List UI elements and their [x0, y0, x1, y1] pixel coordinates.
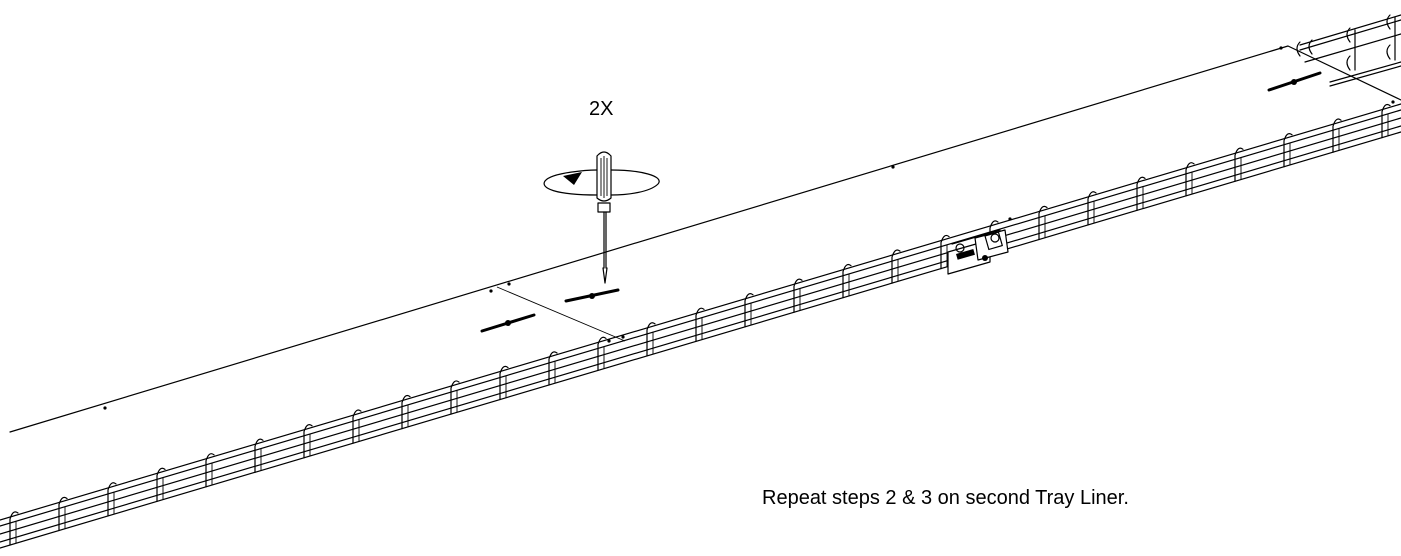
tray-wire-loop [303, 424, 313, 459]
tray-wire-loop [1087, 191, 1097, 226]
fastener-dot [507, 282, 511, 286]
tray-wire-loop [744, 293, 754, 328]
tray-wire-loop [107, 482, 117, 517]
tray-wire-loop [1381, 103, 1391, 139]
tray-wire-loop [940, 234, 950, 270]
rotation-arrow-icon [543, 169, 660, 196]
tray-wire-loop [9, 511, 19, 546]
tray-wire-loop [254, 438, 264, 473]
tray-wire-loop [352, 409, 362, 444]
tray-wire-loop [401, 394, 411, 430]
fastener-dot [891, 165, 895, 169]
tray-wire-loop [548, 351, 558, 386]
fastener-dot [607, 339, 611, 343]
tray-liner-icon [9, 45, 1401, 433]
far-tray-end [1296, 14, 1401, 87]
tray-wire-loop [842, 263, 852, 299]
quantity-label: 2X [589, 98, 614, 120]
tray-wire [0, 131, 1401, 549]
tray-wire-loop [989, 220, 999, 255]
screwdriver-icon [596, 151, 612, 284]
tray-wire-loop [695, 307, 705, 342]
tray-wire [0, 109, 1401, 527]
tray-wire-loop [1038, 205, 1048, 241]
splice-clamp-icon [947, 229, 1009, 275]
tray-wire-loop [891, 249, 901, 284]
liner-slot [564, 288, 620, 303]
tray-wire-loop [1332, 118, 1342, 153]
tray-wire-loop [597, 336, 607, 372]
liner-slot [1267, 71, 1322, 92]
liner-slot [480, 313, 536, 333]
fastener-dot [1391, 100, 1395, 104]
fastener-dot [103, 406, 107, 410]
tray-wire-loop [58, 496, 68, 532]
fastener-dot [1279, 46, 1283, 50]
tray-wire-loop [205, 453, 215, 488]
tray-wire-loop [499, 365, 509, 401]
tray-wire-loop [793, 278, 803, 313]
tray-wire-loop [646, 322, 656, 357]
tray-wire-loop [156, 467, 166, 502]
cable-tray-icon [0, 103, 1401, 549]
instruction-text: Repeat steps 2 & 3 on second Tray Liner. [762, 487, 1129, 509]
fastener-dot [621, 335, 625, 339]
tray-wire-loop [1234, 147, 1244, 182]
tray-wire [0, 125, 1401, 543]
fastener-dot [489, 289, 493, 293]
tray-wire-loop [1136, 176, 1146, 211]
tray-wire-loop [450, 380, 460, 415]
tray-wire-loop [1283, 133, 1293, 168]
tray-wire-loop [1185, 162, 1195, 197]
tray-wire [0, 103, 1401, 521]
tray-wire [0, 117, 1401, 535]
